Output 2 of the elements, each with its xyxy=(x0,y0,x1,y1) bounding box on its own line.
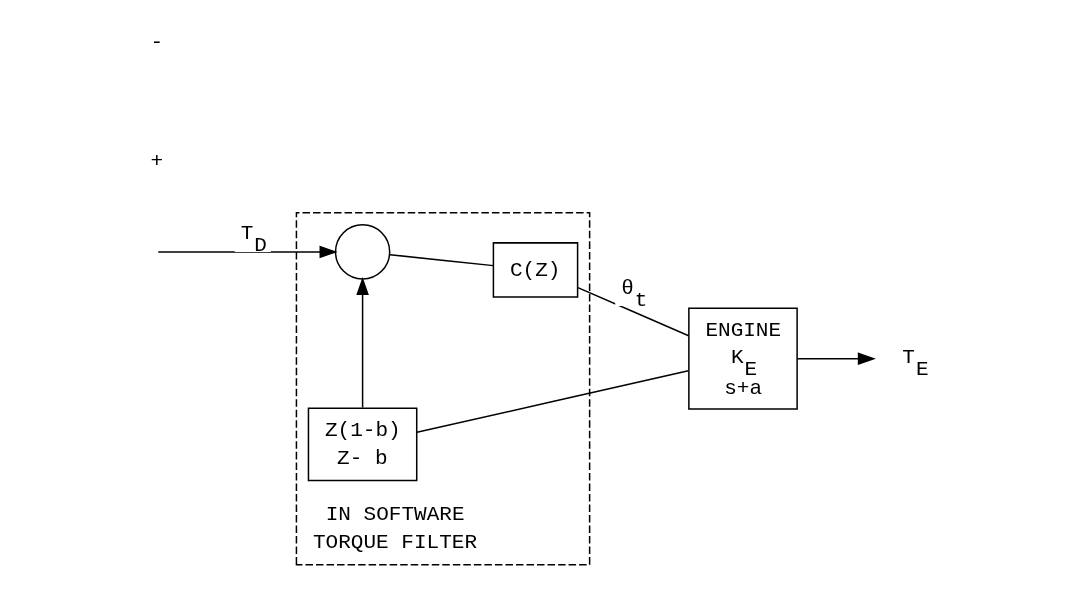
label: - xyxy=(150,29,163,54)
label: + xyxy=(150,148,163,173)
